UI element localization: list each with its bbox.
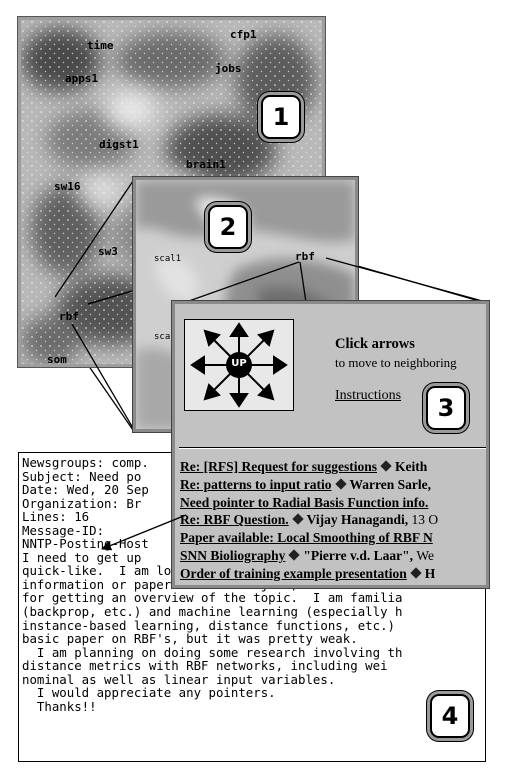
message-header-line: Organization: Br (22, 495, 142, 511)
move-instruction-text: to move to neighboring (335, 355, 457, 370)
thread-subject[interactable]: SNN Bioliography (180, 547, 286, 563)
message-body-line: distance metrics with RBF networks, incl… (22, 658, 388, 674)
step-badge-3: 3 (426, 386, 466, 430)
map-label-som[interactable]: som (47, 353, 67, 366)
thread-item[interactable]: Re: [RFS] Request for suggestions Keith (180, 458, 438, 476)
message-body-line: I am planning on doing some research inv… (22, 644, 403, 660)
diamond-icon (334, 478, 347, 490)
message-body-line: Thanks!! (22, 698, 97, 714)
zoom-label-sca[interactable]: sca (154, 332, 171, 342)
zoom-label-rbf[interactable]: rbf (295, 250, 315, 263)
thread-subject[interactable]: Re: [RFS] Request for suggestions (180, 459, 377, 474)
navigator-panel[interactable]: UP Click arrows to move to neighboring I… (171, 300, 490, 589)
thread-item[interactable]: Need pointer to Radial Basis Function in… (180, 494, 438, 512)
thread-subject[interactable]: Need pointer to Radial Basis Function in… (180, 494, 429, 510)
click-arrows-heading: Click arrows (335, 336, 415, 352)
diamond-icon (288, 549, 301, 561)
map-label-rbf[interactable]: rbf (59, 310, 79, 323)
message-header-line: Date: Wed, 20 Sep (22, 482, 149, 498)
step-badge-2: 2 (208, 205, 248, 249)
thread-subject[interactable]: Re: RBF Question. (180, 512, 289, 528)
thread-subject[interactable]: Order of training example presentation (180, 565, 407, 581)
map-label-brain1[interactable]: brain1 (186, 158, 226, 171)
thread-item[interactable]: Paper available: Local Smoothing of RBF … (180, 529, 438, 547)
map-label-sw16[interactable]: sw16 (54, 180, 81, 193)
message-body-line: basic paper on RBF's, but it was pretty … (22, 631, 358, 647)
thread-date: We (416, 547, 435, 563)
diamond-icon (380, 460, 392, 472)
direction-arrows-icon (190, 322, 288, 408)
thread-item[interactable]: Re: patterns to input ratio Warren Sarle, (180, 476, 438, 494)
up-button[interactable]: UP (231, 358, 247, 369)
message-body-line: I need to get up (22, 549, 142, 565)
thread-item[interactable]: SNN Bioliography "Pierre v.d. Laar", We (180, 547, 438, 565)
thread-subject[interactable]: Re: patterns to input ratio (180, 476, 332, 492)
thread-item[interactable]: Re: RBF Question. Vijay Hanagandi, 13 O (180, 511, 438, 529)
thread-author: "Pierre v.d. Laar", (303, 547, 414, 563)
thread-date: 13 O (411, 512, 439, 528)
thread-author: H (424, 565, 436, 581)
message-header-line: Message-ID: (22, 522, 105, 538)
message-header-line: Subject: Need po (22, 468, 142, 484)
message-body-line: I would appreciate any pointers. (22, 685, 276, 701)
thread-list: Re: [RFS] Request for suggestions Keith R… (180, 458, 438, 583)
divider-line (179, 447, 486, 449)
thread-author: Vijay Hanagandi, (306, 512, 409, 528)
message-body-line: for getting an overview of the topic. I … (22, 590, 403, 606)
message-header-line: Lines: 16 (22, 509, 90, 525)
map-label-time[interactable]: time (87, 39, 114, 52)
map-label-apps1[interactable]: apps1 (65, 72, 99, 85)
zoom-label-scal1[interactable]: scal1 (154, 254, 182, 264)
map-label-digst1[interactable]: digst1 (99, 138, 139, 151)
message-body-line: instance-based learning, distance functi… (22, 617, 395, 633)
message-body-line: nominal as well as linear input variable… (22, 671, 336, 687)
thread-author: Warren Sarle, (349, 476, 432, 492)
step-badge-1: 1 (261, 95, 301, 139)
diamond-icon (291, 513, 304, 526)
thread-item[interactable]: Order of training example presentation H (180, 565, 438, 583)
map-label-sw3[interactable]: sw3 (98, 245, 118, 258)
instructions-link[interactable]: Instructions (335, 388, 402, 403)
message-header-line: Newsgroups: comp. (22, 455, 149, 470)
thread-author: Keith (395, 459, 428, 474)
direction-pad[interactable]: UP (184, 319, 294, 411)
message-body-line: (backprop, etc.) and machine learning (e… (22, 604, 403, 620)
diamond-icon (410, 567, 422, 579)
map-label-cfp1[interactable]: cfp1 (230, 28, 257, 41)
map-label-jobs[interactable]: jobs (215, 62, 242, 75)
thread-subject[interactable]: Paper available: Local Smoothing of RBF … (180, 530, 433, 546)
step-badge-4: 4 (430, 694, 470, 738)
